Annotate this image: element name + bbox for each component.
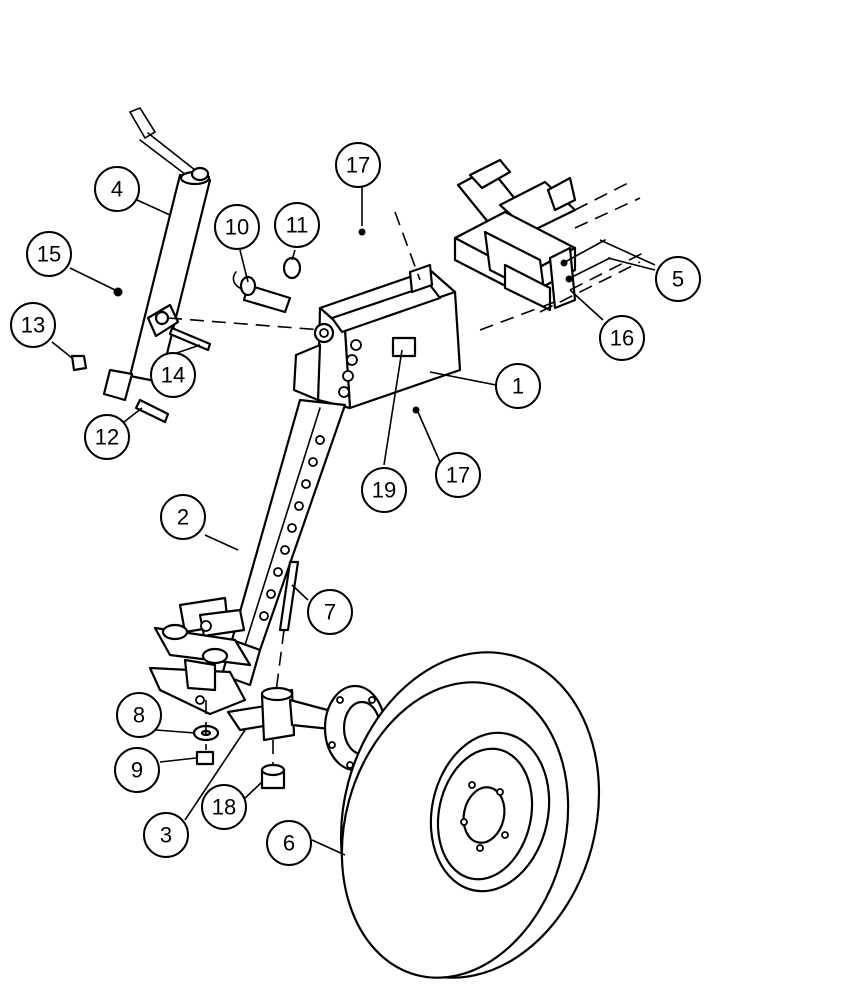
callout-3: 3 (143, 812, 189, 858)
callout-8-label: 8 (133, 703, 145, 728)
callout-17-bottom-label: 17 (446, 463, 470, 488)
callout-14: 14 (150, 352, 196, 398)
callout-12-label: 12 (95, 425, 119, 450)
callout-19-label: 19 (372, 478, 396, 503)
callout-15: 15 (26, 231, 72, 277)
jack-part-4 (102, 107, 212, 402)
callout-3-label: 3 (160, 823, 172, 848)
hardware (70, 211, 421, 790)
callout-7: 7 (307, 589, 353, 635)
callout-13: 13 (10, 302, 56, 348)
callout-13-label: 13 (21, 313, 45, 338)
callout-9-label: 9 (131, 758, 143, 783)
callout-18: 18 (201, 784, 247, 830)
callout-19: 19 (361, 467, 407, 513)
callout-18-label: 18 (212, 795, 236, 820)
callout-5-label: 5 (672, 267, 684, 292)
callout-14-label: 14 (161, 363, 185, 388)
spindle-part-3 (226, 686, 342, 742)
callout-1: 1 (495, 363, 541, 409)
callout-6-label: 6 (283, 831, 295, 856)
pins-part-5 (560, 239, 611, 283)
callout-9: 9 (114, 747, 160, 793)
callout-12: 12 (84, 414, 130, 460)
hitch-frame (453, 158, 646, 331)
leg-part-2 (148, 398, 347, 716)
callout-11: 11 (274, 202, 320, 248)
bracket-part-1 (292, 263, 462, 410)
callout-1-label: 1 (512, 374, 524, 399)
callout-7-label: 7 (324, 600, 336, 625)
callout-16: 16 (599, 315, 645, 361)
callout-16-label: 16 (610, 326, 634, 351)
callout-10-label: 10 (225, 215, 249, 240)
callout-8: 8 (116, 692, 162, 738)
callout-10: 10 (214, 204, 260, 250)
leader-lines (51, 185, 656, 856)
callout-17-bottom: 17 (435, 452, 481, 498)
callout-4: 4 (94, 166, 140, 212)
callout-17-top: 17 (335, 142, 381, 188)
callout-17-top-label: 17 (346, 153, 370, 178)
wheel-part-6 (339, 651, 601, 979)
callout-2-label: 2 (177, 505, 189, 530)
callout-5: 5 (655, 256, 701, 302)
callout-6: 6 (266, 820, 312, 866)
callout-4-label: 4 (111, 177, 123, 202)
callout-2: 2 (160, 494, 206, 540)
callout-11-label: 11 (286, 213, 309, 238)
callout-15-label: 15 (37, 242, 61, 267)
